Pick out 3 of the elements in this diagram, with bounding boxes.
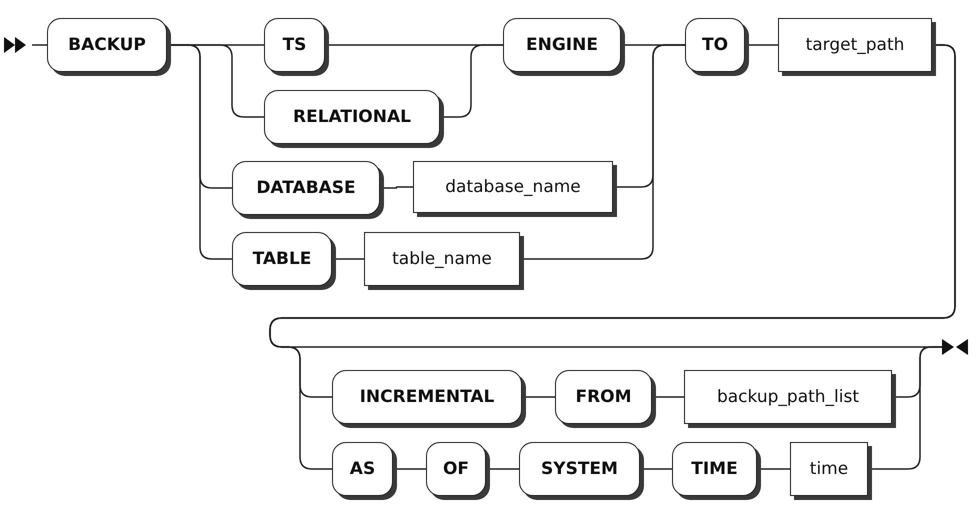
end-marker [942, 337, 970, 357]
railroad-line [32, 44, 47, 46]
railroad-line [269, 44, 956, 470]
